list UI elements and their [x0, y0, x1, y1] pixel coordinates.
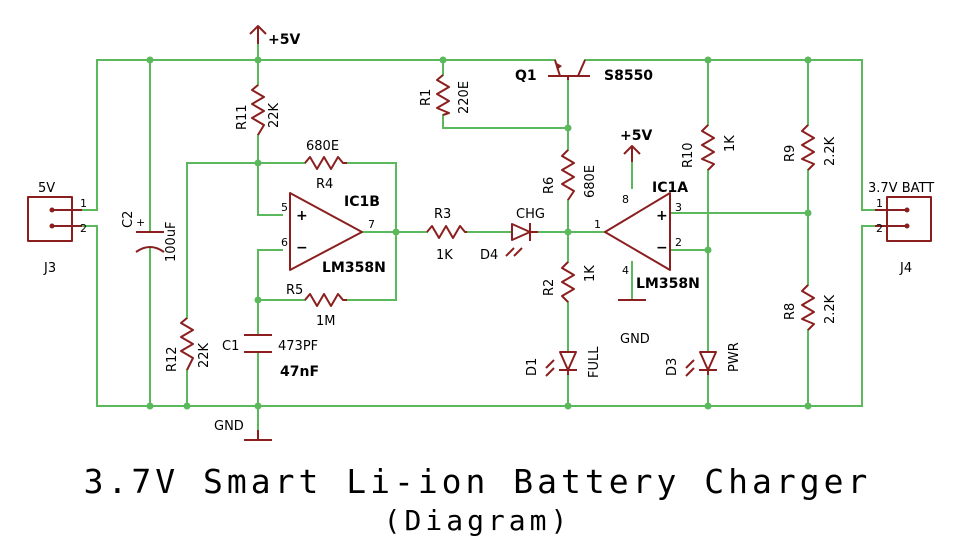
c2-ref: C2 — [121, 211, 136, 228]
ic1b-pin5: 5 — [281, 201, 288, 214]
r3-value: 1K — [436, 248, 453, 263]
d4-label: CHG — [516, 207, 545, 222]
gnd-label-ic1a: GND — [620, 332, 650, 347]
ic1a-minus: − — [656, 240, 668, 256]
d1-label: FULL — [587, 346, 602, 378]
charger-schematic: +5V +5V GND GND 5V J3 1 2 3.7V BATT J4 1… — [27, 25, 934, 441]
c2-value: 100uF — [164, 221, 179, 262]
r6-value: 680E — [583, 165, 598, 198]
j3-ref: J3 — [43, 261, 56, 276]
ic1a-plus: + — [656, 208, 668, 224]
r10-ref: R10 — [681, 142, 696, 168]
connector-j4: 3.7V BATT J4 1 2 — [868, 181, 934, 276]
ground-symbol-main: GND — [214, 419, 272, 441]
q1-ref: Q1 — [515, 68, 537, 84]
ic1b-plus: + — [296, 208, 308, 224]
resistor-r2: R2 1K — [542, 261, 598, 303]
j4-label: 3.7V BATT — [868, 181, 934, 196]
resistor-r8: R8 2.2K — [783, 284, 838, 331]
resistor-r6: R6 680E — [542, 149, 598, 201]
r9-ref: R9 — [783, 145, 798, 162]
ic1b-ref: IC1B — [344, 194, 380, 210]
ic1a-pin3: 3 — [675, 201, 682, 214]
r12-ref: R12 — [165, 346, 180, 372]
d3-ref: D3 — [665, 358, 680, 376]
resistor-r5: R5 1M — [286, 283, 347, 329]
ic1a-ref: IC1A — [652, 180, 688, 196]
c1-ref: C1 — [222, 339, 239, 354]
resistor-r3: R3 1K — [426, 207, 467, 263]
r1-ref: R1 — [419, 89, 434, 106]
vcc-symbol-top: +5V — [249, 25, 300, 48]
r9-value: 2.2K — [823, 136, 838, 166]
r11-ref: R11 — [235, 104, 250, 130]
wires — [81, 39, 876, 441]
capacitor-c2: + C2 100uF — [121, 211, 179, 262]
ic1a-pin1: 1 — [594, 218, 601, 231]
r3-ref: R3 — [434, 207, 451, 222]
q1-part: S8550 — [604, 68, 653, 84]
c1-value: 473PF — [278, 339, 318, 354]
diagram-subtitle: (Diagram) — [383, 504, 572, 537]
gnd-label: GND — [214, 419, 244, 434]
r11-value: 22K — [267, 102, 282, 128]
resistor-r1: R1 220E — [419, 74, 472, 116]
ic1a-pin2: 2 — [675, 236, 682, 249]
ic1a-part: LM358N — [636, 276, 700, 292]
r2-value: 1K — [583, 265, 598, 282]
r1-value: 220E — [457, 81, 472, 114]
c1-note: 47nF — [280, 364, 319, 380]
j3-pin2: 2 — [80, 222, 87, 235]
junctions — [146, 56, 812, 410]
r6-ref: R6 — [542, 177, 557, 194]
connector-j3: 5V J3 1 2 — [27, 181, 87, 276]
vcc-symbol-ic1a: +5V — [620, 128, 652, 162]
led-d4: CHG D4 — [480, 207, 545, 263]
r5-value: 1M — [316, 314, 336, 329]
ic1b-pin6: 6 — [281, 236, 288, 249]
j4-pin2: 2 — [876, 222, 883, 235]
c2-plus: + — [136, 216, 145, 229]
d3-label: PWR — [727, 342, 742, 372]
resistor-r11: R11 22K — [235, 84, 282, 136]
led-d3: D3 PWR — [665, 342, 742, 377]
opamp-ic1b: + − 5 6 7 IC1B LM358N — [281, 192, 386, 276]
vcc-label: +5V — [268, 32, 300, 48]
ic1a-pin4: 4 — [622, 264, 629, 277]
led-d1: D1 FULL — [525, 346, 602, 378]
r4-value: 680E — [306, 139, 339, 154]
diagram-title: 3.7V Smart Li-ion Battery Charger — [83, 462, 872, 501]
j4-ref: J4 — [899, 261, 912, 276]
ground-symbol-ic1a: GND — [618, 299, 650, 347]
r4-ref: R4 — [316, 177, 333, 192]
ic1b-pin7: 7 — [368, 218, 375, 231]
resistor-r9: R9 2.2K — [783, 124, 838, 171]
ic1b-part: LM358N — [322, 260, 386, 276]
d1-ref: D1 — [525, 358, 540, 376]
r8-ref: R8 — [783, 303, 798, 320]
vcc-label-ic1a: +5V — [620, 128, 652, 144]
resistor-r10: R10 1K — [681, 124, 738, 171]
resistor-r12: R12 22K — [165, 317, 212, 372]
r10-value: 1K — [723, 135, 738, 152]
r12-value: 22K — [197, 342, 212, 368]
j3-label: 5V — [38, 181, 55, 196]
d4-ref: D4 — [480, 248, 498, 263]
ic1b-minus: − — [296, 240, 308, 256]
j3-pin1: 1 — [80, 197, 87, 210]
r5-ref: R5 — [286, 283, 303, 298]
r8-value: 2.2K — [823, 294, 838, 324]
r2-ref: R2 — [542, 279, 557, 296]
j4-pin1: 1 — [876, 197, 883, 210]
transistor-q1: Q1 S8550 — [515, 59, 653, 84]
ic1a-pin8: 8 — [622, 193, 629, 206]
capacitor-c1: C1 473PF 47nF — [222, 334, 319, 380]
opamp-ic1a: + − 3 2 1 8 4 IC1A LM358N — [594, 180, 700, 292]
resistor-r4: 680E R4 — [304, 139, 347, 192]
